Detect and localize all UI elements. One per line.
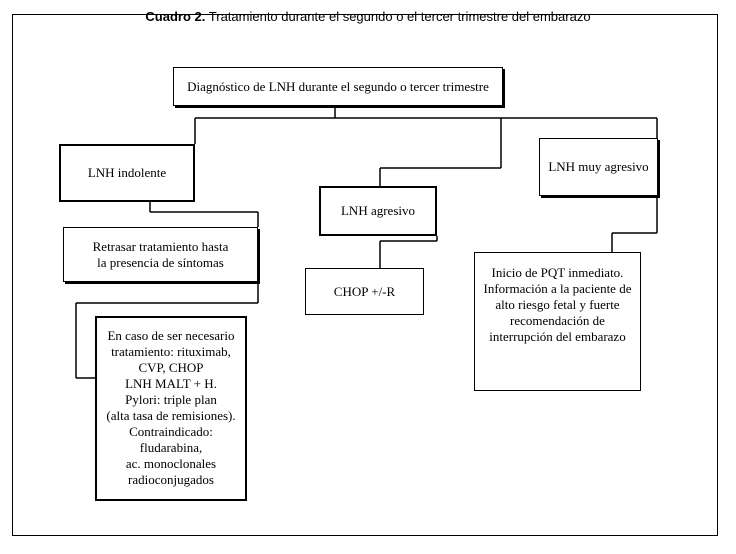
diagnosis-root-box: Diagnóstico de LNH durante el segundo o … [173, 67, 503, 106]
pqt-inmediato-box: Inicio de PQT inmediato. Información a l… [474, 252, 641, 391]
lnh-muy-agresivo-text: LNH muy agresivo [548, 159, 649, 174]
figure-caption: Cuadro 2. Tratamiento durante el segundo… [0, 9, 736, 24]
lnh-muy-agresivo-box: LNH muy agresivo [539, 138, 658, 196]
chop-box: CHOP +/-R [305, 268, 424, 315]
pqt-text: Inicio de PQT inmediato. Información a l… [483, 265, 632, 344]
lnh-indolente-text: LNH indolente [87, 165, 167, 180]
caption-label: Cuadro 2. [145, 9, 206, 24]
necesario-tratamiento-box: En caso de ser necesario tratamiento: ri… [95, 316, 247, 501]
lnh-indolente-box: LNH indolente [59, 144, 195, 202]
necesario-text: En caso de ser necesario tratamiento: ri… [106, 328, 236, 487]
root-text: Diagnóstico de LNH durante el segundo o … [187, 78, 489, 94]
chop-text: CHOP +/-R [333, 283, 396, 299]
lnh-agresivo-box: LNH agresivo [319, 186, 437, 236]
lnh-agresivo-text: LNH agresivo [340, 203, 415, 218]
retrasar-text: Retrasar tratamiento hasta la presencia … [92, 238, 229, 270]
figure-frame [12, 14, 718, 536]
retrasar-tratamiento-box: Retrasar tratamiento hasta la presencia … [63, 227, 258, 282]
caption-text: Tratamiento durante el segundo o el terc… [208, 9, 591, 24]
